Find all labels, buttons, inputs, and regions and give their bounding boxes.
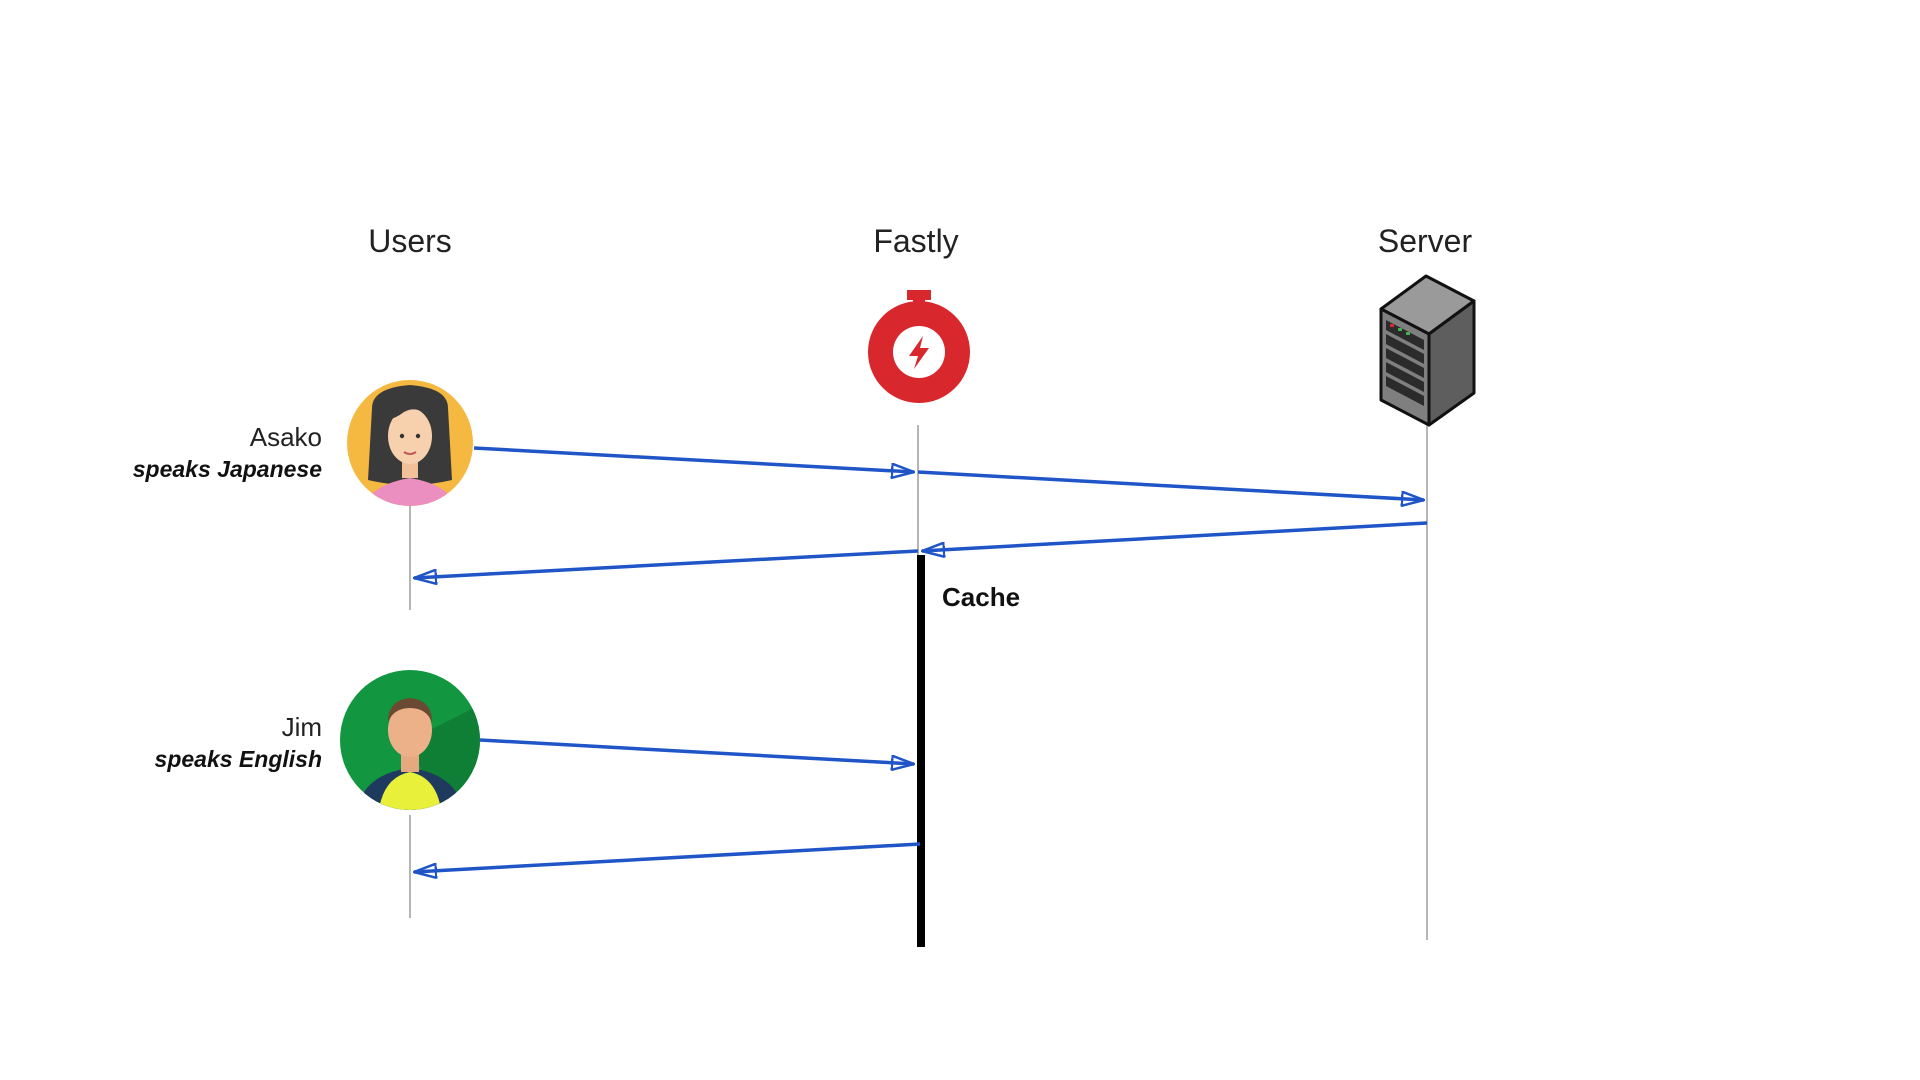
- arrow-fastly-to-asako: [414, 549, 919, 578]
- stopwatch-lightning-icon: [868, 290, 970, 403]
- man-avatar-icon: [340, 670, 480, 810]
- arrow-fastly-to-jim: [414, 842, 921, 872]
- server-tower-icon: [1379, 274, 1476, 427]
- arrow-fastly-to-server: [917, 470, 1424, 500]
- user-name-asako: Asako: [250, 422, 322, 452]
- arrow-asako-to-fastly: [473, 446, 914, 472]
- cache-label: Cache: [942, 582, 1020, 612]
- user-name-jim: Jim: [282, 712, 322, 742]
- arrow-server-to-fastly: [922, 521, 1428, 551]
- column-header-users: Users: [368, 223, 452, 259]
- column-header-server: Server: [1378, 223, 1473, 259]
- woman-avatar-icon: [347, 380, 473, 506]
- user-note-asako: speaks Japanese: [133, 456, 322, 482]
- user-note-jim: speaks English: [155, 746, 322, 772]
- column-header-fastly: Fastly: [873, 223, 958, 259]
- cache-bar: [917, 555, 925, 947]
- arrow-jim-to-fastly: [479, 738, 914, 764]
